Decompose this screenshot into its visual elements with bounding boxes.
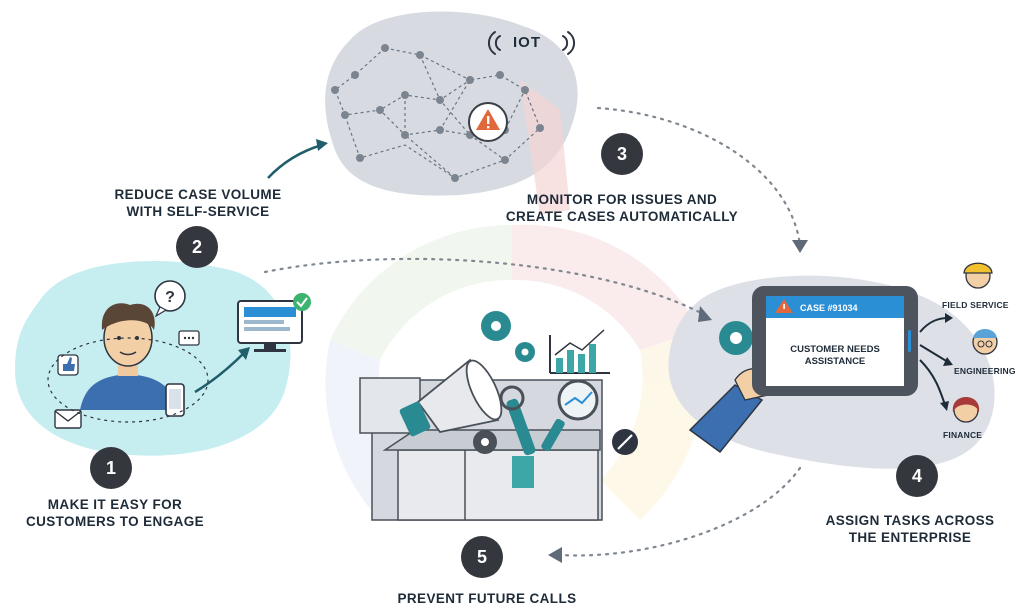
step-1-label-line1: MAKE IT EASY FOR — [47, 497, 183, 512]
orbit-dashed-ring — [47, 337, 209, 423]
step-circle-3: 3 — [601, 133, 643, 175]
chat-icon — [178, 330, 200, 346]
tablet-message-line1: CUSTOMER NEEDS — [790, 344, 880, 355]
step-1-label-line2: CUSTOMERS TO ENGAGE — [25, 514, 205, 529]
dept-field-service: FIELD SERVICE — [942, 300, 1009, 310]
engineering-avatar — [972, 329, 998, 355]
field-service-avatar — [963, 262, 993, 289]
bar-chart-icon — [549, 329, 610, 374]
arrowhead-to-iot — [316, 139, 328, 151]
tablet-case-label: CASE #91034 — [800, 303, 858, 313]
tablet-icon: CASE #91034 CUSTOMER NEEDS ASSISTANCE — [752, 286, 918, 396]
iot-label: IOT — [513, 34, 541, 51]
step-4-label-line1: ASSIGN TASKS ACROSS — [825, 513, 995, 528]
step-2-label: REDUCE CASE VOLUME WITH SELF-SERVICE — [98, 186, 298, 220]
step-2-label-line1: REDUCE CASE VOLUME — [114, 187, 282, 202]
checkmark-icon — [293, 293, 311, 311]
wrench-icon — [499, 385, 536, 456]
warning-icon — [468, 102, 508, 142]
step-3-label-line2: CREATE CASES AUTOMATICALLY — [505, 209, 739, 224]
step-3-label: MONITOR FOR ISSUES AND CREATE CASES AUTO… — [492, 191, 752, 225]
question-icon: ? — [154, 280, 186, 318]
arrowhead-to-computer — [238, 347, 250, 360]
flow-arrowheads — [548, 240, 808, 563]
magnifier-icon — [541, 379, 599, 452]
step-5-label: PREVENT FUTURE CALLS — [382, 590, 592, 607]
step-4-label-line2: THE ENTERPRISE — [848, 530, 972, 545]
step-5-label-line1: PREVENT FUTURE CALLS — [397, 591, 577, 606]
tool-badge-icon — [612, 429, 638, 455]
dept-engineering: ENGINEERING — [954, 366, 1016, 376]
flow-dotted-arrows — [263, 106, 802, 557]
step-circle-2: 2 — [176, 226, 218, 268]
iot-red-wedge — [520, 80, 570, 215]
step-circle-4: 4 — [896, 455, 938, 497]
phone-icon — [165, 383, 185, 417]
department-arrowheads — [940, 313, 953, 411]
step-3-label-line1: MONITOR FOR ISSUES AND — [526, 192, 718, 207]
step-2-label-line2: WITH SELF-SERVICE — [126, 204, 270, 219]
step-4-label: ASSIGN TASKS ACROSS THE ENTERPRISE — [810, 512, 1010, 546]
envelope-icon — [54, 409, 82, 429]
step-circle-5: 5 — [461, 536, 503, 578]
thumbs-up-icon — [57, 354, 79, 376]
tablet-message-line2: ASSISTANCE — [805, 356, 866, 367]
gear-icon — [473, 311, 535, 454]
megaphone-icon — [399, 358, 503, 437]
step-1-label: MAKE IT EASY FOR CUSTOMERS TO ENGAGE — [20, 496, 210, 530]
svg-text:?: ? — [165, 289, 175, 306]
dept-finance: FINANCE — [943, 430, 983, 440]
iot-nodes — [331, 44, 544, 182]
iot-wifi-icon — [488, 31, 575, 55]
finance-avatar — [952, 397, 980, 423]
computer-icon — [237, 300, 303, 352]
gear-icon — [719, 321, 753, 355]
step-circle-1: 1 — [90, 447, 132, 489]
self-service-arrows — [194, 143, 323, 394]
